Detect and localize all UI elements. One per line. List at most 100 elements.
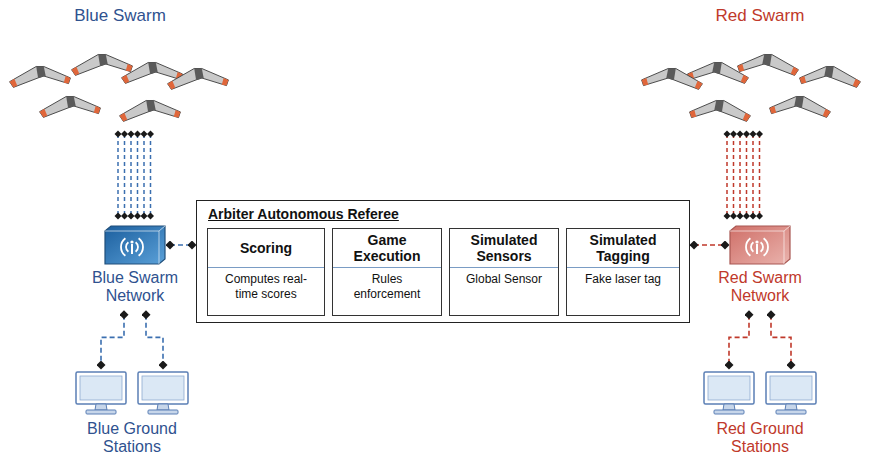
antenna-dot [755,240,758,243]
monitor [766,372,816,404]
drone-figure [120,101,181,122]
link-diamond [141,213,148,220]
signal-arc [751,242,753,252]
computer-icon [74,370,128,416]
signal-arc [746,238,750,256]
drone-figure [168,69,229,90]
monitor-base [714,410,744,414]
box-body: Global Sensor [450,268,558,291]
link-diamond [121,131,128,138]
monitor-stand [95,404,107,410]
link-diamond [128,131,135,138]
monitor-base [776,410,806,414]
network-node: Red Swarm Network [700,225,820,306]
box-heading: Simulated Sensors [450,229,558,268]
box-body: Rules enforcement [333,268,441,306]
link-diamond [756,131,763,138]
box-body: Computes real-time scores [208,268,324,306]
drone-body [762,55,772,66]
drone-tip [690,110,697,118]
antenna [131,244,133,254]
monitor-stand [723,404,735,410]
drone-body [824,67,834,78]
radio-link [739,134,741,216]
screen [142,376,184,400]
link-diamond [134,131,141,138]
link-diamond [737,213,744,220]
drone-figure [738,55,799,76]
node-label: Red Ground Stations [696,420,824,457]
ground-station-group: Red Ground Stations [696,370,824,457]
network-node: Blue Swarm Network [75,225,195,306]
drone-figure [800,67,861,88]
drone-tip [695,81,703,90]
network-link [101,315,124,365]
drone-wing [738,55,799,76]
drone-tip [642,78,649,86]
link-diamond [724,131,731,138]
function-box: Game ExecutionRules enforcement [332,228,442,316]
computer-icon [702,370,756,416]
network-box [105,226,165,264]
drone-tip [10,79,18,88]
link-diamond [750,131,757,138]
drone-tip [126,64,133,72]
swarm-title: Red Swarm [695,6,825,26]
network-box-edge [105,226,165,264]
network-link [729,315,749,365]
drone-tip [72,67,80,76]
drone-figure [690,101,751,122]
network-link [694,244,725,246]
computer-row [696,370,824,416]
drone-tip [853,79,861,88]
link-diamond [730,213,737,220]
radio-link [746,134,748,216]
drone-tip [120,113,128,122]
radio-link [150,134,152,216]
network-box-edge [730,226,790,264]
drone-wing [72,55,133,76]
drone-body [66,97,76,108]
box-body: Fake laser tag [567,268,679,291]
link-diamond [147,131,154,138]
drone-figure [642,69,703,90]
drone-figure [770,97,831,118]
radio-link [726,134,728,216]
drone-tip [64,76,71,84]
link-diamond [724,213,731,220]
signal-arc [764,238,768,256]
computer-row [68,370,196,416]
box-heading: Scoring [208,229,324,268]
link-diamond [115,213,122,220]
drone-tip [800,76,807,84]
computer-icon [764,370,818,416]
antenna [756,244,758,254]
network-link [170,244,192,246]
monitor [704,372,754,404]
radio-link [752,134,754,216]
signal-arc [126,242,128,252]
network-link [146,315,163,365]
swarm-title: Blue Swarm [55,6,185,26]
drone-wing [690,101,751,122]
network-link [771,315,791,365]
box-heading: Game Execution [333,229,441,268]
signal-arc [136,242,138,252]
drone-figure [10,67,71,88]
signal-arc [139,238,143,256]
drone-figure [72,55,133,76]
drone-body [98,55,108,66]
monitor [76,372,126,404]
drone-body [714,101,724,112]
drone-tip [741,75,749,84]
drone-wing [120,101,181,122]
drone-body [794,97,804,108]
monitor-stand [157,404,169,410]
node-label: Blue Swarm Network [75,269,195,306]
antenna-dot [130,240,133,243]
drone-body [666,69,676,80]
link-diamond [134,213,141,220]
signal-arc [121,238,125,256]
drone-tip [738,64,745,72]
